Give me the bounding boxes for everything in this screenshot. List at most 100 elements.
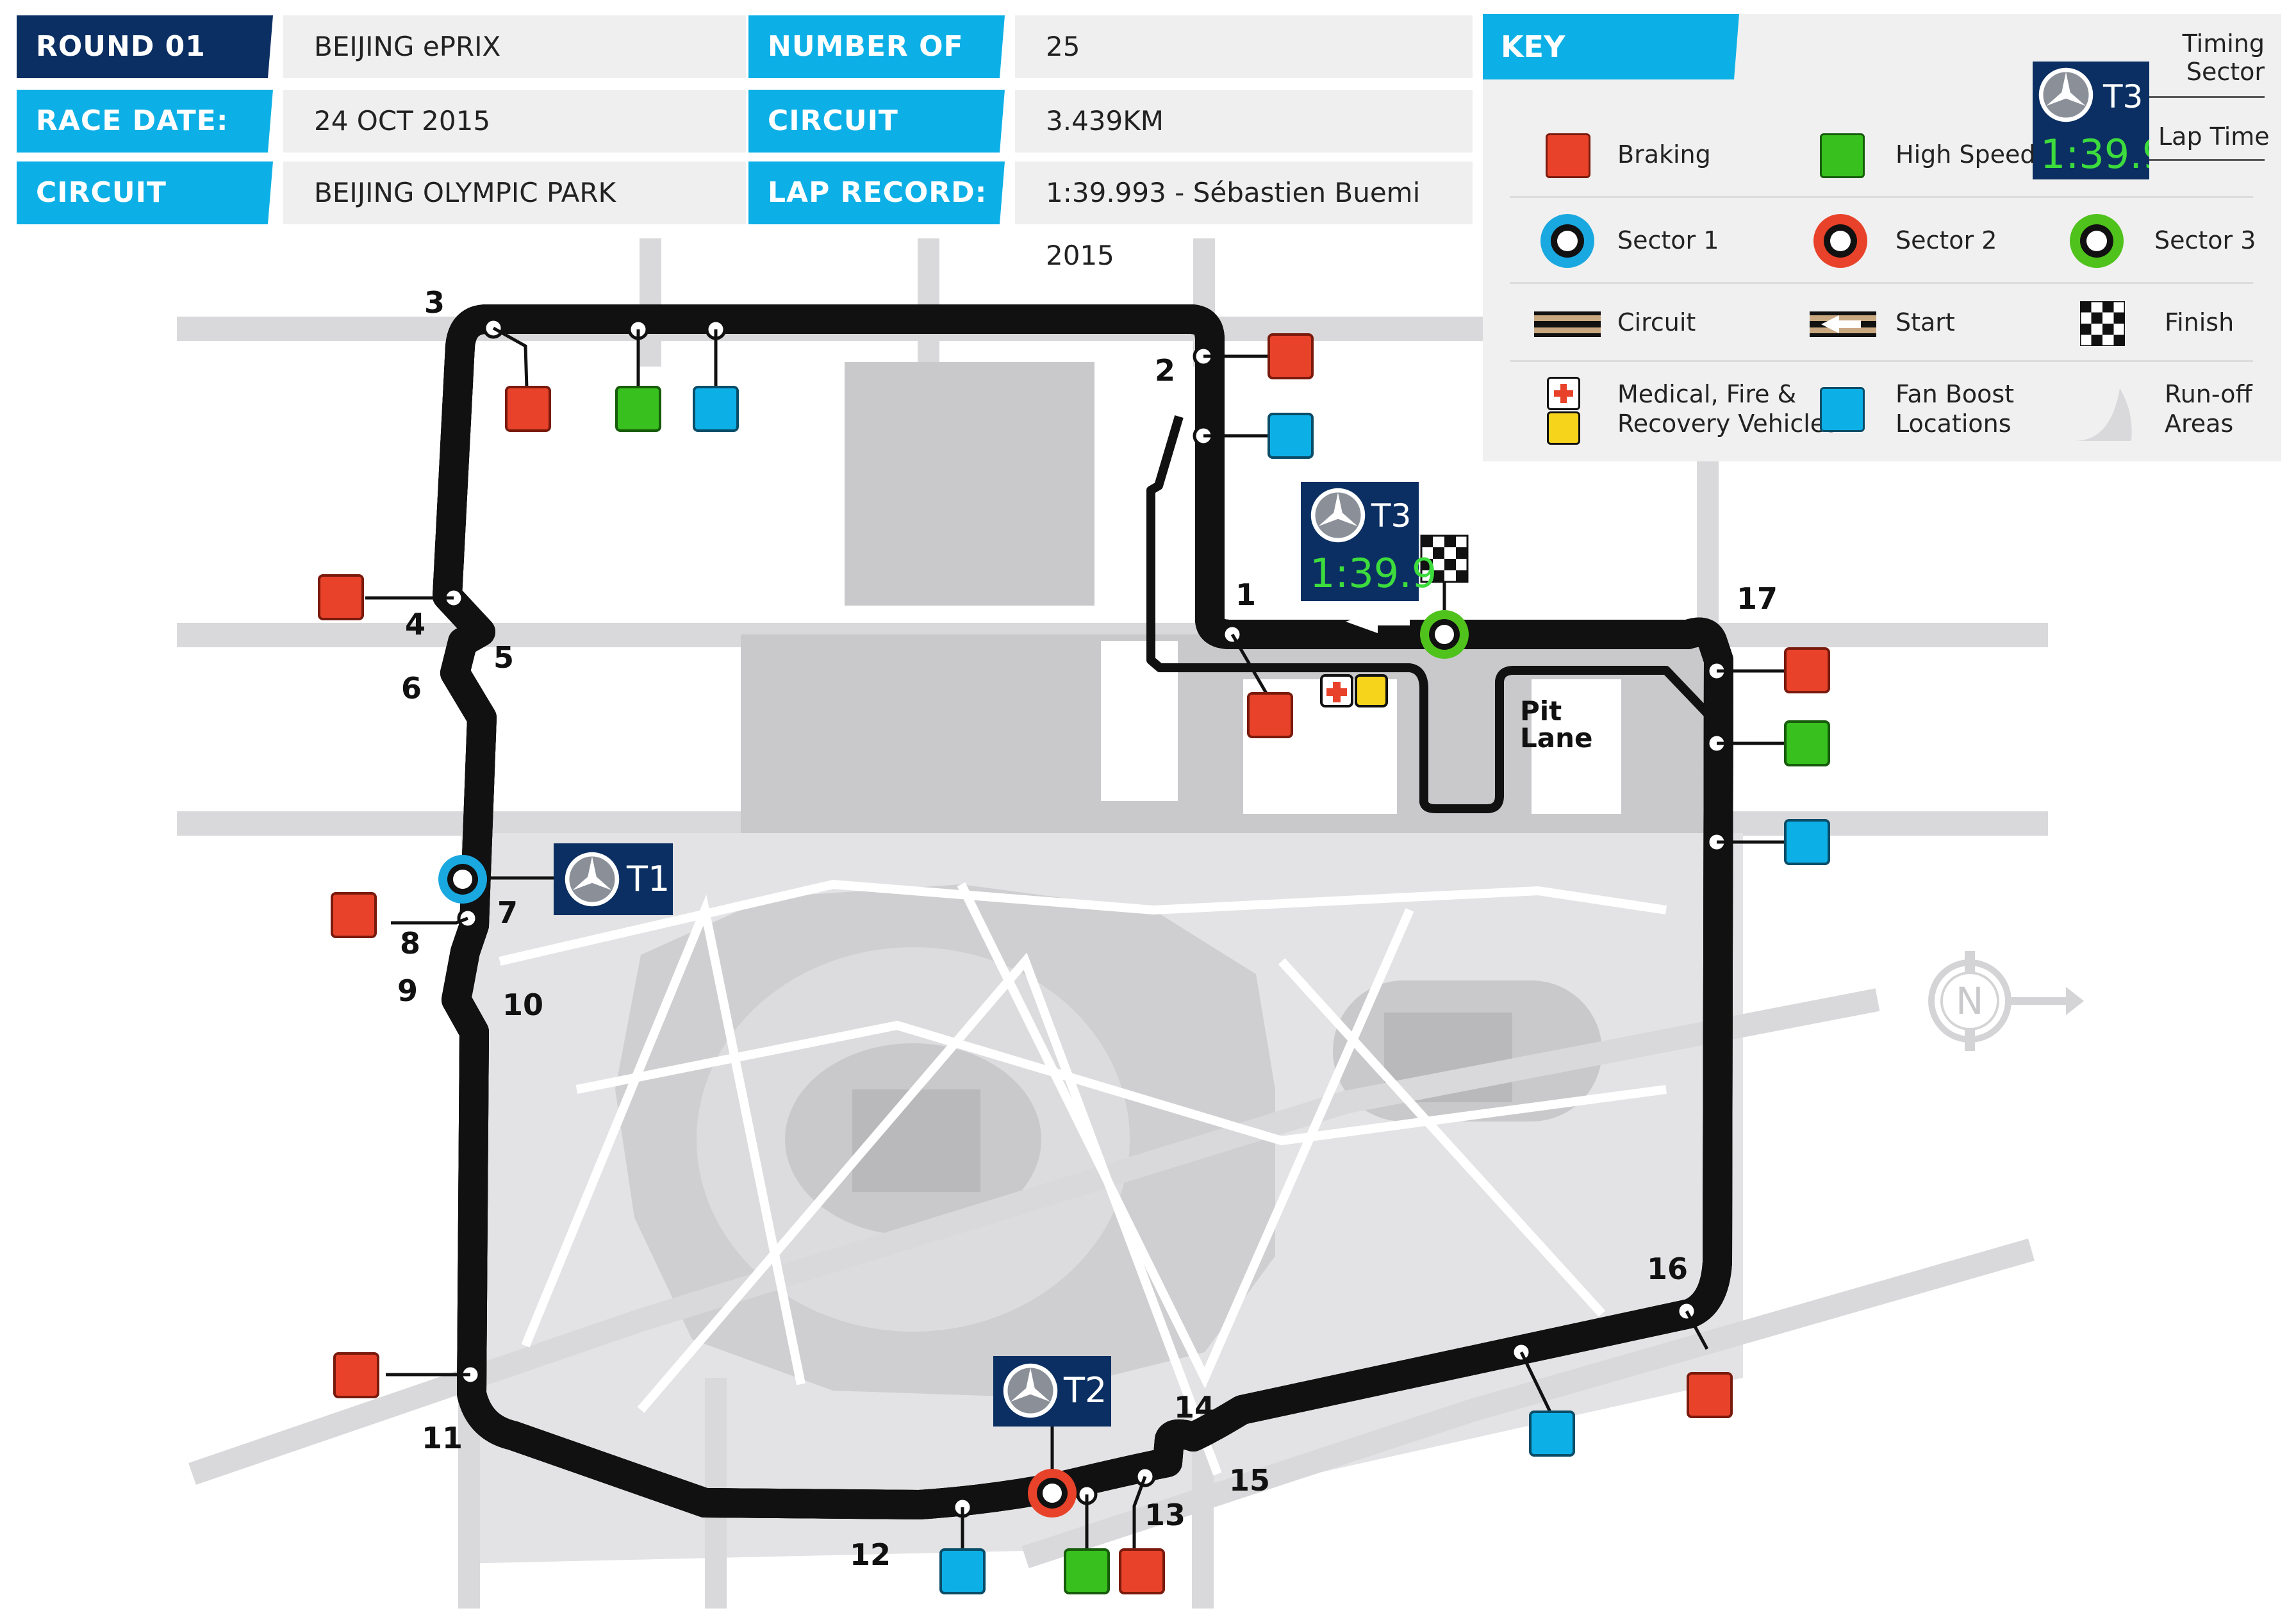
turn-number: 10 <box>502 988 543 1022</box>
key-braking-label: Braking <box>1617 140 1711 169</box>
key-sector2-label: Sector 2 <box>1895 226 1997 254</box>
braking-marker <box>505 386 551 432</box>
key-high-speed-label: High Speed <box>1895 140 2036 169</box>
fan-boost-marker <box>1529 1410 1575 1457</box>
high-speed-markers <box>615 386 1830 1594</box>
medical-cross-icon <box>1554 384 1573 403</box>
circuit-name-label: CIRCUIT NAME: <box>17 161 273 224</box>
key-finish-label: Finish <box>2165 308 2234 336</box>
lap-time-display: 1:39.9 <box>1310 550 1437 597</box>
key-recovery-swatch <box>1547 411 1580 445</box>
key-runoff-line2: Areas <box>2165 409 2234 438</box>
key-timing-box-graphic: T3 1:39.9 <box>2038 67 2167 178</box>
fan-boost-marker <box>693 386 739 432</box>
key-divider <box>1510 282 2253 284</box>
braking-markers <box>318 333 1830 1594</box>
timing-box-t2: T2 <box>993 1356 1111 1427</box>
braking-marker <box>1119 1548 1165 1594</box>
key-timing-line <box>2149 96 2265 98</box>
mercedes-logo-icon <box>565 852 620 907</box>
pit-lane-label-line2: Lane <box>1520 722 1593 754</box>
pit-lane <box>1146 415 1712 813</box>
key-timing-box: T3 1:39.9 <box>2033 62 2167 179</box>
turn-number: 16 <box>1647 1252 1688 1286</box>
key-finish-icon <box>2080 301 2125 346</box>
turn-number: 9 <box>397 973 418 1008</box>
key-panel: KEY Timing Sector T3 1:39.9 Lap Time Bra… <box>1483 14 2281 461</box>
lap-record-label: LAP RECORD: <box>748 161 1005 224</box>
sector-2-marker <box>1028 1469 1077 1518</box>
sector-3-marker <box>1420 610 1469 659</box>
key-fan-boost-swatch <box>1820 387 1865 432</box>
key-sector2-icon <box>1813 214 1867 268</box>
checkered-flag-icon <box>1420 534 1469 583</box>
turn-number: 1 <box>1235 577 1256 612</box>
turn-numbers: 1 2 3 4 5 6 7 8 9 10 11 12 13 14 15 16 1… <box>397 285 1778 1572</box>
turn-number: 7 <box>497 895 518 930</box>
sector-1-marker <box>438 855 487 904</box>
braking-marker <box>1247 692 1293 738</box>
turn-number: 13 <box>1144 1498 1185 1532</box>
fan-boost-marker <box>1784 819 1830 865</box>
fan-boost-marker <box>1268 413 1314 459</box>
key-medical-swatch <box>1547 377 1580 410</box>
key-runoff-icon <box>2075 388 2132 441</box>
laps-label: NUMBER OF LAPS: <box>748 15 1005 78</box>
turn-number: 15 <box>1229 1463 1270 1498</box>
key-sector3-icon <box>2070 214 2124 268</box>
key-lap-time-line <box>2149 159 2265 161</box>
braking-marker <box>318 574 364 620</box>
key-runoff-line1: Run-off <box>2165 380 2252 408</box>
key-sector1-icon <box>1540 214 1594 268</box>
key-runoff-label: Run-off Areas <box>2165 379 2252 438</box>
timing-box-t1: T1 <box>554 843 673 915</box>
key-start-icon <box>1810 311 1876 337</box>
braking-marker <box>1687 1372 1733 1418</box>
braking-marker <box>1268 333 1314 379</box>
key-divider <box>1510 360 2253 362</box>
start-arrow-icon <box>1346 610 1410 633</box>
timing-box-t2-label: T2 <box>1063 1370 1107 1410</box>
turn-number: 11 <box>422 1421 463 1455</box>
key-lap-time-display: 1:39.9 <box>2040 131 2149 178</box>
high-speed-marker <box>1784 720 1830 766</box>
key-fan-boost-label: Fan Boost Locations <box>1895 379 2014 438</box>
round-label: ROUND 01 <box>17 15 273 78</box>
turn-number: 8 <box>400 926 420 961</box>
turn-number: 17 <box>1737 581 1778 616</box>
fan-boost-marker <box>939 1548 986 1594</box>
key-sector1-label: Sector 1 <box>1617 226 1719 254</box>
lap-record-value: 1:39.993 - Sébastien Buemi 2015 <box>1015 161 1473 271</box>
mercedes-logo-icon <box>1310 488 1366 543</box>
turn-number: 4 <box>405 607 425 641</box>
key-divider <box>1510 196 2253 198</box>
braking-marker <box>333 1352 379 1398</box>
turn-number: 12 <box>850 1537 891 1572</box>
turn-number: 5 <box>493 640 514 675</box>
turn-number: 6 <box>401 671 422 706</box>
key-fan-boost-line2: Locations <box>1895 409 2011 438</box>
key-title: KEY <box>1483 14 1739 79</box>
key-high-speed-swatch <box>1820 133 1865 178</box>
medical-fire-marker <box>1320 674 1388 707</box>
laps-value: 25 <box>1015 15 1473 78</box>
key-timing-box-label: T3 <box>2102 78 2143 115</box>
turn-number: 2 <box>1155 353 1175 388</box>
timing-box-t3: T3 1:39.9 <box>1301 482 1437 601</box>
round-value: BEIJING ePRIX <box>283 15 746 78</box>
mercedes-logo-icon <box>1003 1363 1058 1418</box>
key-lap-time-label: Lap Time <box>2158 122 2270 151</box>
pit-lane-label: Pit <box>1520 695 1562 727</box>
braking-marker <box>331 892 377 938</box>
race-date-label: RACE DATE: <box>17 90 273 153</box>
timing-box-t1-label: T1 <box>626 859 670 899</box>
key-braking-swatch <box>1546 133 1590 178</box>
circuit-name-value: BEIJING OLYMPIC PARK <box>283 161 746 224</box>
high-speed-marker <box>615 386 661 432</box>
compass-letter: N <box>1956 979 1983 1023</box>
key-medical-label: Medical, Fire & Recovery Vehicles <box>1617 379 1838 438</box>
key-timing-sector-label: Timing Sector <box>2175 29 2265 86</box>
circuit-length-value: 3.439KM <box>1015 90 1473 153</box>
race-date-value: 24 OCT 2015 <box>283 90 746 153</box>
